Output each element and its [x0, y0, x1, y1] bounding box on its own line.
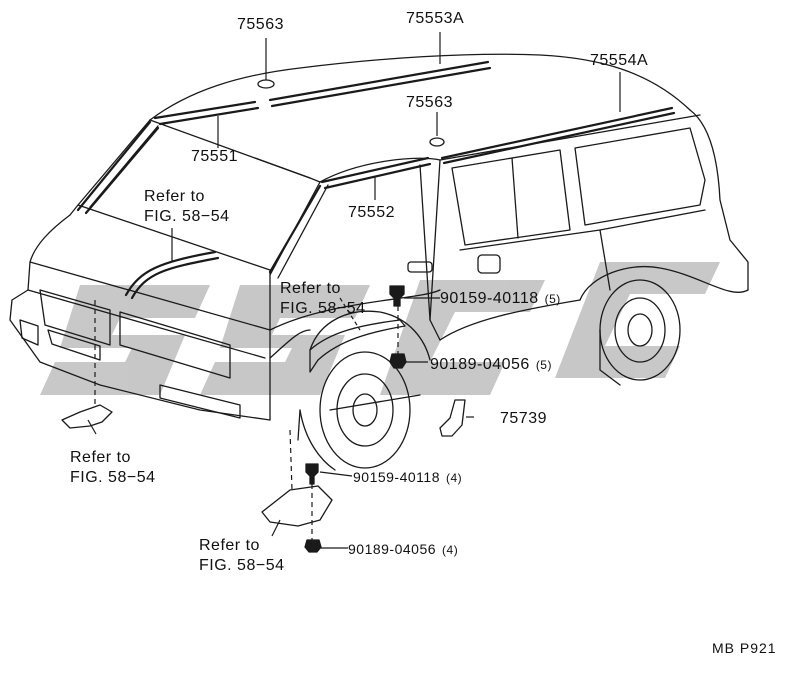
label-75554A: 75554A: [590, 52, 649, 69]
label-75563-mid: 75563: [406, 94, 453, 111]
part-number: 90189-04056: [430, 356, 530, 373]
label-90159-lower: 90159-40118 (4): [353, 468, 462, 487]
leader-lines: [87, 32, 621, 549]
quantity: (5): [535, 358, 552, 372]
ref-line-2: FIG. 58−54: [280, 300, 366, 317]
label-75551: 75551: [191, 148, 238, 165]
label-75552: 75552: [348, 204, 395, 221]
ref-line-2: FIG. 58−54: [144, 208, 230, 225]
ref-bottom-cover: Refer to FIG. 58−54: [199, 536, 285, 576]
ref-line-1: Refer to: [280, 280, 341, 297]
label-90159-upper: 90159-40118 (5): [440, 290, 561, 308]
ref-line-2: FIG. 58−54: [199, 557, 285, 574]
label-90189-lower: 90189-04056 (4): [348, 540, 458, 559]
label-75553A: 75553A: [406, 10, 465, 27]
quantity: (5): [544, 292, 561, 306]
van-body: [9, 53, 749, 471]
part-number: 90189-04056: [348, 541, 437, 557]
watermark-logo: [40, 262, 720, 395]
ref-windshield: Refer to FIG. 58−54: [144, 187, 230, 227]
ref-fender: Refer to FIG. 58−54: [280, 279, 366, 319]
diagram-code: MB P921: [712, 640, 777, 656]
label-75563-top: 75563: [237, 16, 284, 33]
part-number: 90159-40118: [440, 290, 539, 307]
part-number: 90159-40118: [353, 469, 440, 485]
quantity: (4): [442, 543, 459, 557]
ref-line-1: Refer to: [144, 188, 205, 205]
roof-moldings: [76, 60, 676, 300]
label-75739: 75739: [500, 410, 547, 427]
quantity: (4): [445, 471, 463, 485]
small-parts: [61, 79, 466, 553]
ref-line-2: FIG. 58−54: [70, 469, 156, 486]
ref-front-cover: Refer to FIG. 58−54: [70, 448, 156, 488]
ref-line-1: Refer to: [199, 537, 260, 554]
ref-line-1: Refer to: [70, 449, 131, 466]
label-90189-upper: 90189-04056 (5): [430, 356, 552, 374]
